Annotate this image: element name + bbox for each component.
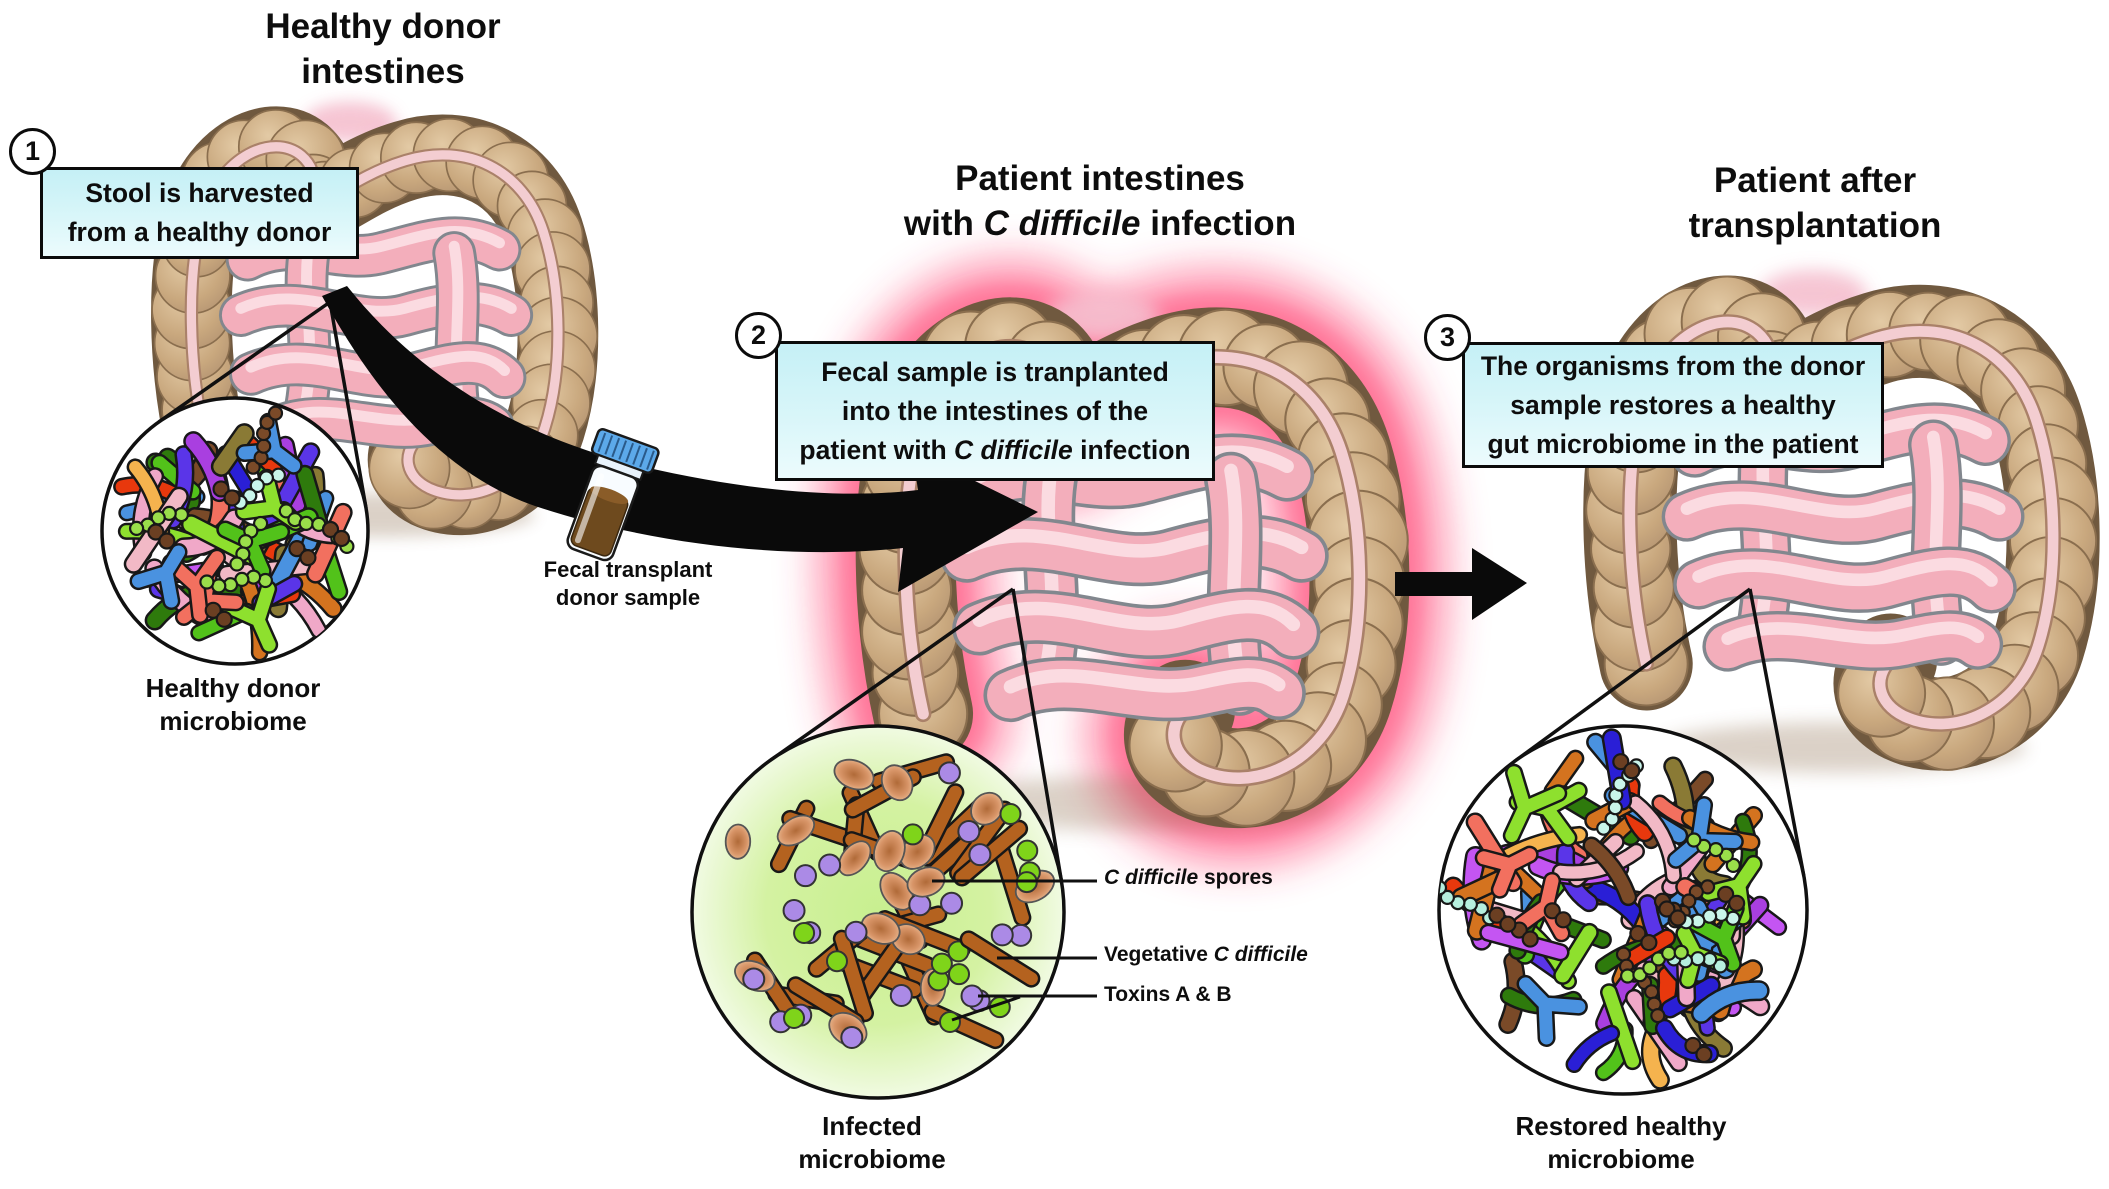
step3-number-badge: 3 [1424, 314, 1471, 361]
annotation-leader-line [951, 995, 1021, 1022]
annotation-vegetative-c-difficile: Vegetative C difficile [1104, 943, 1308, 966]
fecal-sample-vial-icon [566, 427, 660, 562]
infected-magnifier-lines [1011, 588, 1064, 882]
after-transplant-arrow [1395, 548, 1527, 620]
infected-magnifier-lines [769, 587, 1015, 762]
restored-magnifier-lines [1513, 587, 1752, 763]
donor-magnifier-lines [328, 301, 368, 509]
step1-number-badge: 1 [9, 128, 56, 175]
annotation-c-difficile-spores: C difficile spores [1104, 866, 1273, 889]
annotation-toxins-a-b: Toxins A & B [1104, 983, 1232, 1006]
infected-microbiome-circle-contents [724, 753, 1056, 1050]
restored-magnifier-lines [1748, 588, 1806, 877]
donor-magnifier-lines [157, 300, 332, 424]
transplant-curved-arrow [322, 286, 1038, 592]
step2-number-badge: 2 [735, 312, 782, 359]
healthy-donor-microbiome-circle-contents [113, 405, 355, 662]
